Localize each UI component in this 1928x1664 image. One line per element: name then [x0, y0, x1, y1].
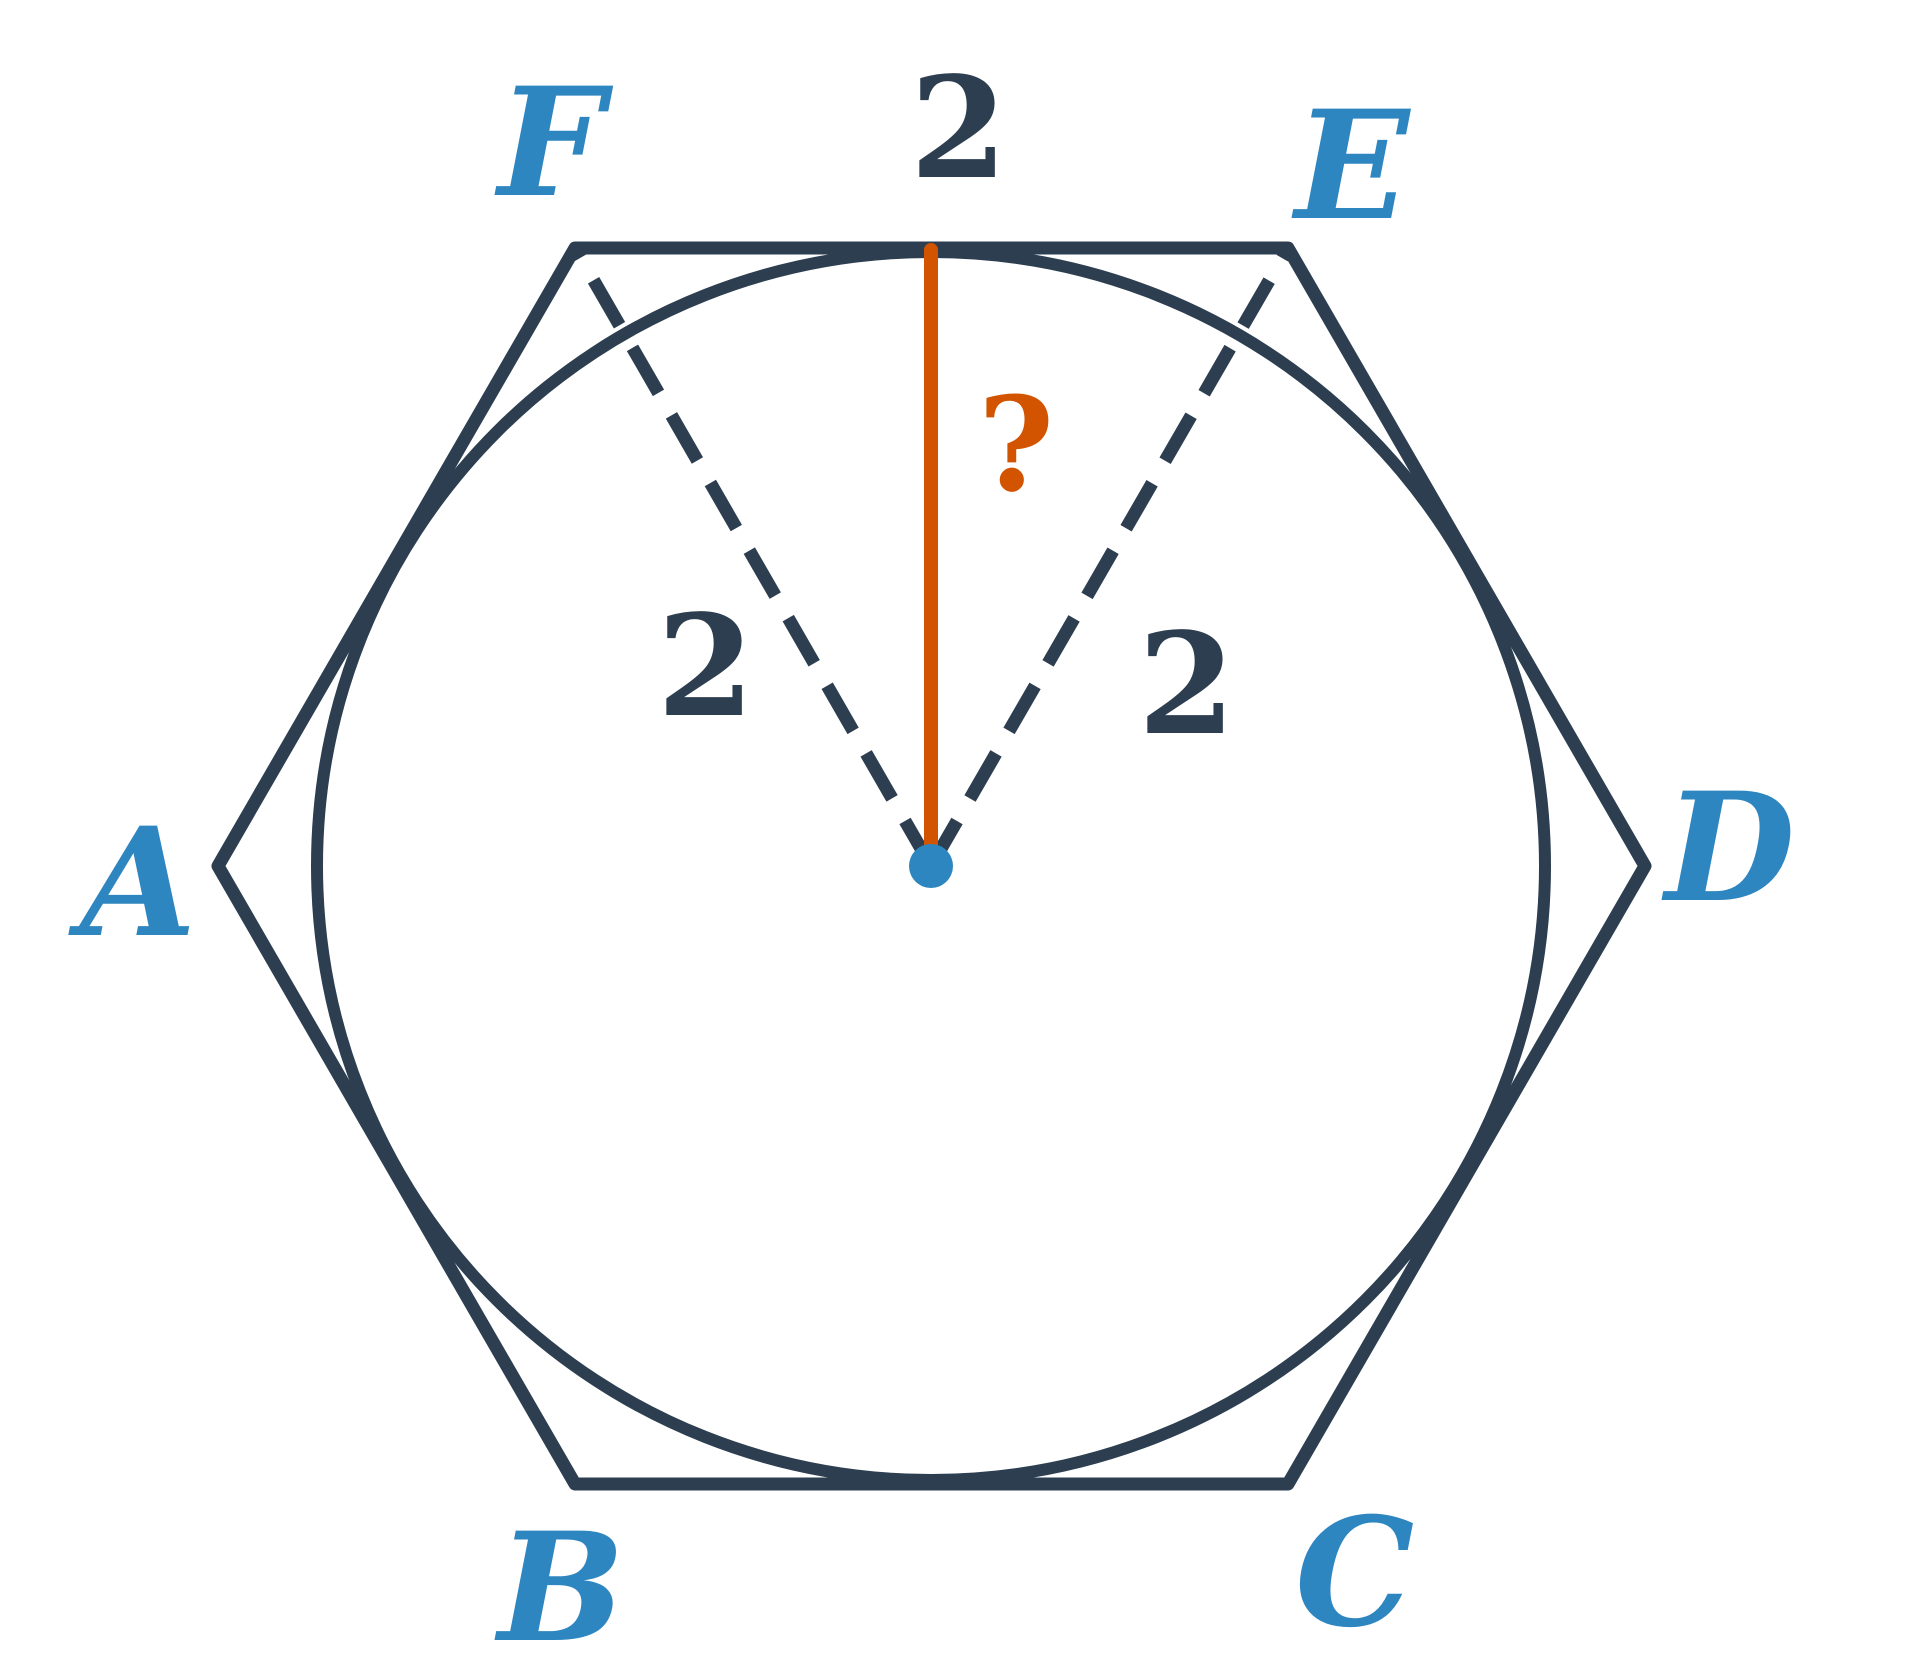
center-dot	[909, 844, 953, 888]
radius-line-to-f	[569, 244, 937, 870]
vertex-label-d: D	[1661, 760, 1795, 936]
side-length-label: 2	[910, 47, 1007, 211]
vertex-label-e: E	[1291, 78, 1412, 254]
vertex-label-f: F	[494, 55, 614, 231]
vertex-label-a: A	[68, 795, 196, 971]
radius-length-label-right: 2	[1138, 603, 1235, 767]
radius-line-to-e	[925, 244, 1294, 870]
radius-length-label-left: 2	[657, 585, 754, 749]
vertex-label-b: B	[494, 1500, 625, 1664]
vertex-label-c: C	[1295, 1485, 1414, 1661]
apothem-unknown-label: ?	[978, 368, 1054, 521]
